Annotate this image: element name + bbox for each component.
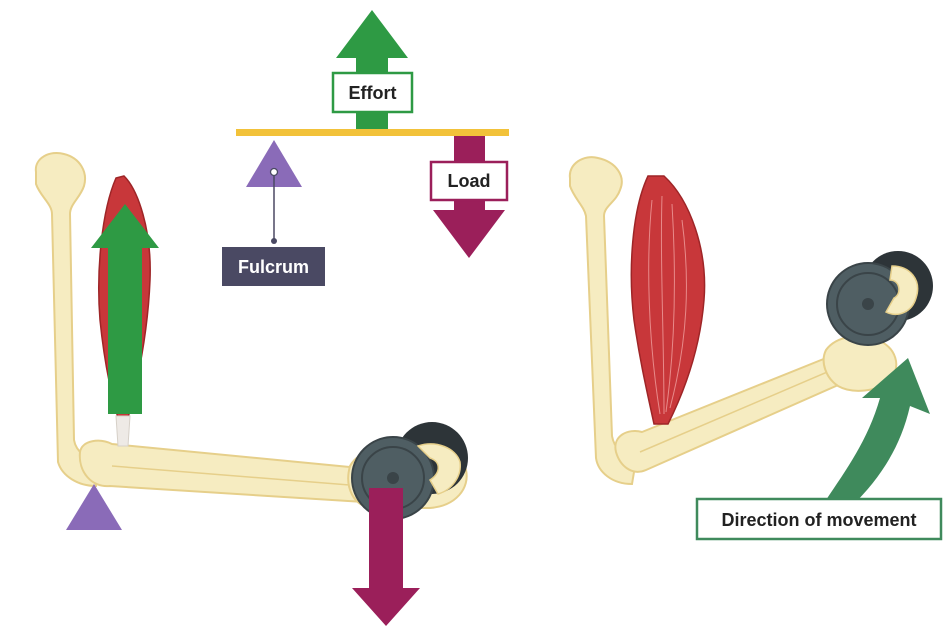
bicep-tendon xyxy=(116,416,130,446)
left-arm xyxy=(36,153,468,626)
humerus-bone xyxy=(36,153,98,486)
fulcrum-pivot xyxy=(271,169,278,176)
dumbbell-hub xyxy=(387,472,399,484)
right-bicep-muscle xyxy=(631,176,704,424)
load-label: Load xyxy=(448,171,491,191)
lever-schematic: Effort Load Fulcrum xyxy=(222,10,509,286)
effort-label: Effort xyxy=(349,83,397,103)
fulcrum-label: Fulcrum xyxy=(238,257,309,277)
fulcrum-leader-dot xyxy=(271,238,277,244)
lever-beam xyxy=(236,129,509,136)
direction-label: Direction of movement xyxy=(721,510,916,530)
right-arm: Direction of movement xyxy=(570,157,941,539)
elbow-fulcrum-icon xyxy=(66,484,122,530)
forearm-bone xyxy=(80,441,374,502)
right-dumbbell-hub xyxy=(862,298,874,310)
